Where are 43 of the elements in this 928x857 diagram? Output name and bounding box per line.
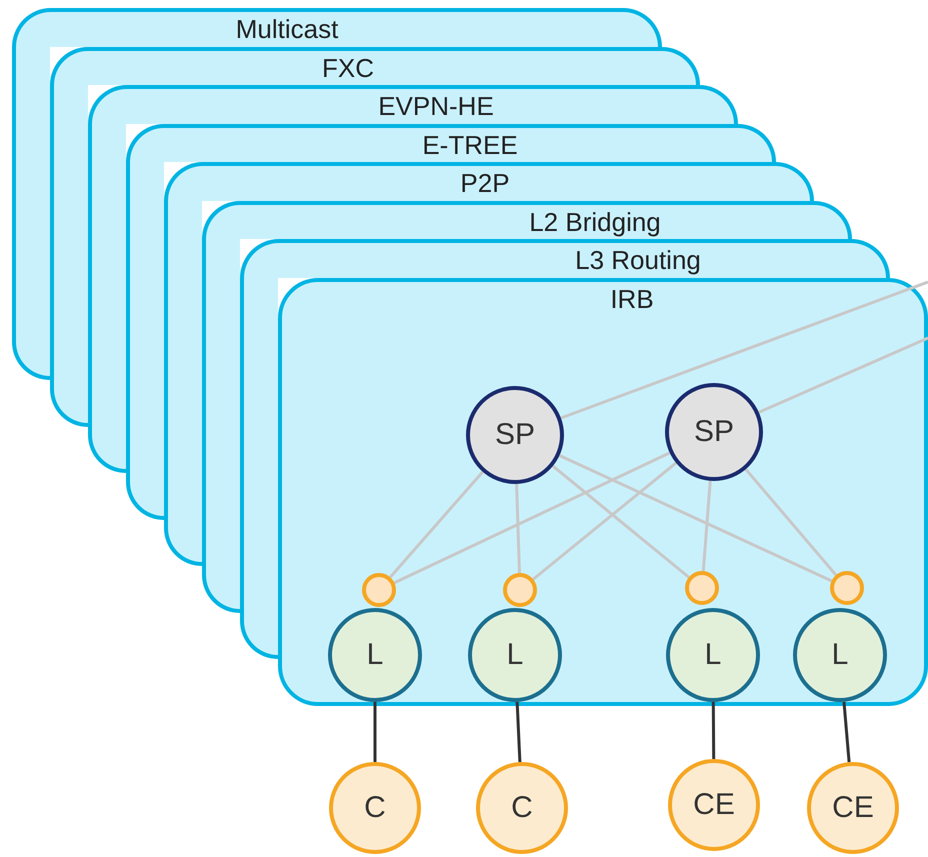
port-circle [503, 573, 537, 607]
node-label: CE [693, 788, 735, 822]
service-panel [240, 239, 890, 278]
link-line [394, 452, 670, 584]
panel-title: EVPN-HE [378, 93, 494, 119]
panel-title: L3 Routing [575, 247, 701, 273]
node-label: SP [494, 418, 536, 452]
node-label: C [511, 791, 533, 825]
panel-title: IRB [610, 286, 654, 312]
link-line [389, 470, 484, 578]
link-line [558, 454, 832, 582]
link-line [516, 702, 522, 762]
link-line [758, 336, 928, 414]
panel-title: E-TREE [422, 132, 518, 158]
link-line [744, 468, 838, 576]
port-circle [362, 573, 396, 607]
node-label: C [364, 791, 386, 825]
link-line [560, 280, 928, 420]
node-label: CE [832, 791, 874, 825]
service-panel [50, 46, 700, 85]
panel-title: FXC [322, 54, 374, 80]
panel-title: P2P [460, 170, 510, 196]
link-line [702, 480, 712, 572]
link-line [515, 484, 521, 574]
link-line [712, 702, 716, 760]
service-panel [278, 278, 928, 706]
service-panel [88, 85, 738, 124]
port-circle [685, 571, 719, 605]
link-line [552, 464, 690, 578]
link-line [374, 702, 376, 762]
panel-title: L2 Bridging [529, 208, 661, 234]
link-line [842, 702, 851, 762]
service-panel [126, 124, 776, 162]
node-label: L [832, 638, 848, 672]
panel-title: Multicast [236, 16, 338, 42]
link-line [532, 462, 677, 580]
service-panel [164, 162, 814, 200]
node-label: L [366, 638, 384, 672]
node-label: L [704, 638, 722, 672]
port-circle [830, 571, 864, 605]
service-panel [202, 200, 852, 239]
node-label: SP [694, 415, 734, 449]
node-label: L [506, 638, 524, 672]
